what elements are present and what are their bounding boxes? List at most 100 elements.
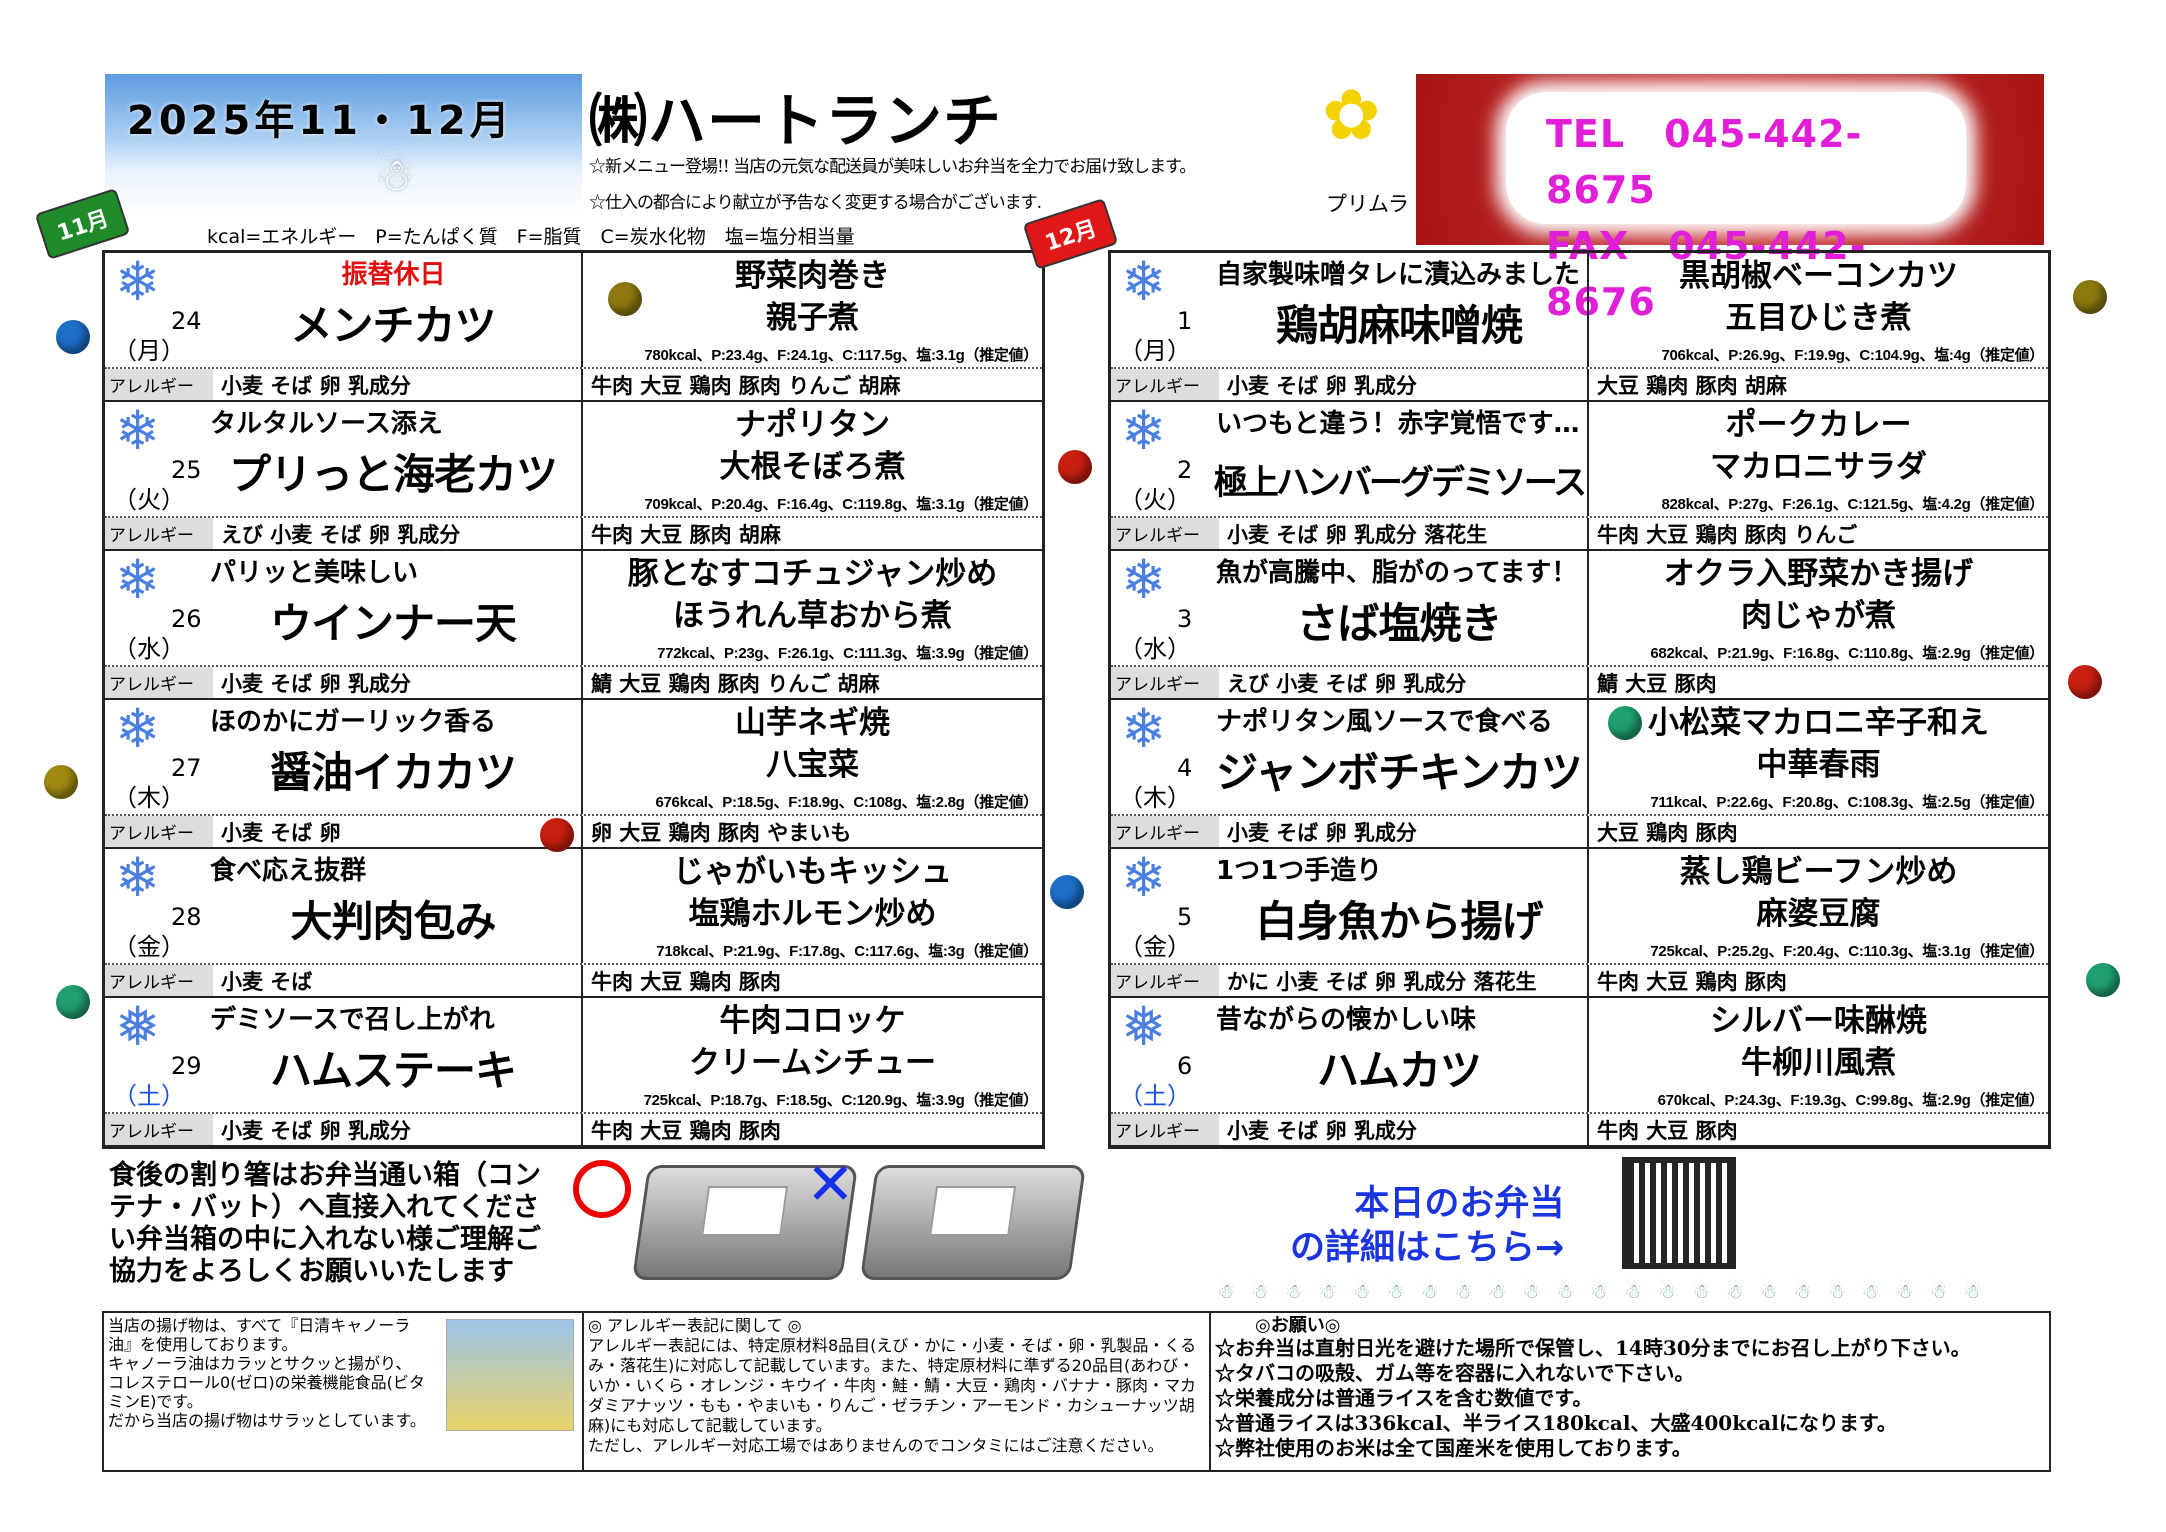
snowman-border-icon: ☃☃☃☃☃☃☃☃☃☃☃☃☃☃☃☃☃☃☃☃☃☃☃ <box>1217 1279 1998 1303</box>
nutrition-info: 676kcal、P:18.5g、F:18.9g、C:108g、塩:2.8g（推定… <box>655 794 1038 811</box>
oil-text: コレステロール0(ゼロ)の栄養機能食品(ビタミンE)です。 <box>108 1373 425 1411</box>
nutrition-info: 780kcal、P:23.4g、F:24.1g、C:117.5g、塩:3.1g（… <box>644 347 1038 364</box>
hexagon-snowflake-icon: ❅ <box>1121 995 1167 1058</box>
nutrition-info: 706kcal、P:26.9g、F:19.9g、C:104.9g、塩:4g（推定… <box>1661 347 2044 364</box>
main-dish: 白身魚から揚げ <box>1255 897 1543 946</box>
side-dish: 八宝菜 <box>766 747 859 783</box>
allergen-side: 牛肉 大豆 鶏肉 豚肉 <box>1597 969 1787 994</box>
weekday: （月） <box>113 337 185 365</box>
day-number: 5 <box>1177 903 1193 931</box>
day-block: ❄ 24 （月） 振替休日 メンチカツ 野菜肉巻き 親子煮 780kcal、P:… <box>105 253 1042 402</box>
allergen-side: 卵 大豆 鶏肉 豚肉 やまいも <box>591 820 852 845</box>
allergy-notice: ◎ アレルギー表記に関して ◎ アレルギー表記には、特定原材料8品目(えび・かに… <box>584 1313 1211 1470</box>
main-dish: 極上ハンバーグデミソース <box>1213 463 1587 503</box>
snowflake-icon: ❄ <box>115 548 161 611</box>
nutrition-info: 828kcal、P:27g、F:26.1g、C:121.5g、塩:4.2g（推定… <box>1661 496 2044 513</box>
weekday: （火） <box>1119 486 1191 514</box>
main-dish: ウインナー天 <box>269 599 517 648</box>
day-note: 食べ応え抜群 <box>210 856 367 886</box>
main-dish: 鶏胡麻味噌焼 <box>1275 301 1523 350</box>
weekday: （土） <box>1119 1082 1191 1110</box>
day-note: 自家製味噌タレに漬込みました <box>1216 260 1581 290</box>
ornament-ball-icon <box>608 282 642 316</box>
oil-notice: 当店の揚げ物は、すべて『日清キャノーラ油』を使用しております。 キャノーラ油はカ… <box>104 1313 584 1470</box>
oil-text: キャノーラ油はカラッとサクッと揚がり、 <box>108 1354 412 1373</box>
weekday: （木） <box>1119 784 1191 812</box>
snowflake-icon: ❄ <box>1121 697 1167 760</box>
ornament-ball-icon <box>1050 875 1084 909</box>
side-dish: オクラ入野菜かき揚げ <box>1663 556 1974 592</box>
day-note: 魚が高騰中、脂がのってます！ <box>1216 558 1578 588</box>
side-dish: 五目ひじき煮 <box>1725 300 1912 336</box>
ornament-ball-icon <box>56 985 90 1019</box>
allergen-main: 小麦 そば 卵 乳成分 <box>1219 369 1589 400</box>
day-block: ❄ 2 （火） いつもと違う！赤字覚悟です… 極上ハンバーグデミソース ポークカ… <box>1111 402 2048 551</box>
allergy-text: ただし、アレルギー対応工場ではありませんのでコンタミにはご注意ください。 <box>588 1436 1164 1455</box>
snowflake-icon: ❄ <box>1121 399 1167 462</box>
day-block: ❄ 25 （火） タルタルソース添え プリっと海老カツ ナポリタン 大根そぼろ煮… <box>105 402 1042 551</box>
main-dish: プリっと海老カツ <box>228 450 558 499</box>
snowflake-icon: ❄ <box>115 846 161 909</box>
day-number: 27 <box>171 754 202 782</box>
correct-circle-icon <box>573 1160 631 1218</box>
snowflake-icon: ❄ <box>115 250 161 313</box>
ornament-ball-icon <box>2068 665 2102 699</box>
allergen-main: 小麦 そば 卵 乳成分 落花生 <box>1219 518 1589 549</box>
primula-flower-icon: ✿ <box>1322 74 1381 156</box>
allergen-label: アレルギー <box>105 965 213 996</box>
allergen-label: アレルギー <box>105 1114 213 1145</box>
allergen-side: 牛肉 大豆 豚肉 胡麻 <box>591 522 781 547</box>
side-dish: 牛柳川風煮 <box>1741 1045 1896 1081</box>
period-title: 2025年11・12月 <box>127 98 514 144</box>
allergen-label: アレルギー <box>1111 816 1219 847</box>
snowflake-icon: ❄ <box>1121 250 1167 313</box>
footer-notes: 当店の揚げ物は、すべて『日清キャノーラ油』を使用しております。 キャノーラ油はカ… <box>102 1311 2051 1472</box>
tel-number: TEL 045-442-8675 <box>1546 112 1863 212</box>
request-item: ☆お弁当は直射日光を避けた場所で保管し、14時30分までにお召し上がり下さい。 <box>1215 1336 1971 1360</box>
oil-text: 当店の揚げ物は、すべて『日清キャノーラ油』を使用しております。 <box>108 1316 411 1354</box>
main-dish: 大判肉包み <box>290 897 496 946</box>
ornament-ball-icon <box>1058 450 1092 484</box>
allergen-side: 鯖 大豆 鶏肉 豚肉 りんご 胡麻 <box>591 671 880 696</box>
today-bento-link[interactable]: 本日のお弁当 の詳細はこちら→ <box>1290 1182 1564 1270</box>
ornament-ball-icon <box>2086 963 2120 997</box>
allergen-label: アレルギー <box>1111 369 1219 400</box>
main-dish: ハムステーキ <box>269 1046 517 1095</box>
day-note: デミソースで召し上がれ <box>210 1005 495 1035</box>
qr-code[interactable] <box>1622 1157 1736 1269</box>
day-block: ❅ 6 （土） 昔ながらの懐かしい味 ハムカツ シルバー味醂焼 牛柳川風煮 67… <box>1111 998 2048 1147</box>
allergen-main: かに 小麦 そば 卵 乳成分 落花生 <box>1219 965 1589 996</box>
main-dish: 醤油イカカツ <box>269 748 517 797</box>
allergen-label: アレルギー <box>1111 518 1219 549</box>
allergen-side: 牛肉 大豆 鶏肉 豚肉 りんご 胡麻 <box>591 373 901 398</box>
allergen-side: 大豆 鶏肉 豚肉 <box>1597 820 1738 845</box>
side-dish: 麻婆豆腐 <box>1756 896 1881 932</box>
day-block: ❄ 5 （金） 1つ1つ手造り 白身魚から揚げ 蒸し鶏ビーフン炒め 麻婆豆腐 7… <box>1111 849 2048 998</box>
side-dish: 黒胡椒ベーコンカツ <box>1679 258 1958 294</box>
request-notice: ◎お願い◎ ☆お弁当は直射日光を避けた場所で保管し、14時30分までにお召し上が… <box>1211 1313 2049 1470</box>
day-number: 25 <box>171 456 202 484</box>
allergen-main: えび 小麦 そば 卵 乳成分 <box>213 518 583 549</box>
flower-label: プリムラ <box>1326 192 1409 216</box>
chopsticks-notice: 食後の割り箸はお弁当通い箱（コンテナ・バット）へ直接入れてください弁当箱の中に入… <box>109 1160 541 1287</box>
main-dish: ハムカツ <box>1316 1046 1482 1095</box>
side-dish: ポークカレー <box>1725 407 1912 443</box>
weekday: （金） <box>1119 933 1191 961</box>
day-block: ❄ 26 （水） パリッと美味しい ウインナー天 豚となすコチュジャン炒め ほう… <box>105 551 1042 700</box>
weekday: （土） <box>113 1082 185 1110</box>
main-dish: さば塩焼き <box>1296 599 1502 648</box>
allergen-side: 牛肉 大豆 鶏肉 豚肉 りんご <box>1597 522 1858 547</box>
nutrition-info: 718kcal、P:21.9g、F:17.8g、C:117.6g、塩:3g（推定… <box>656 943 1038 960</box>
side-dish: 親子煮 <box>766 300 859 336</box>
nutrition-info: 725kcal、P:25.2g、F:20.4g、C:110.3g、塩:3.1g（… <box>1650 943 2044 960</box>
day-number: 2 <box>1177 456 1193 484</box>
contact-box: TEL 045-442-8675 FAX 045-442-8676 <box>1416 74 2044 324</box>
allergy-title: ◎ アレルギー表記に関して ◎ <box>588 1316 802 1335</box>
allergen-label: アレルギー <box>105 816 213 847</box>
day-number: 28 <box>171 903 202 931</box>
day-number: 26 <box>171 605 202 633</box>
ornament-ball-icon <box>56 320 90 354</box>
day-block: ❅ 29 （土） デミソースで召し上がれ ハムステーキ 牛肉コロッケ クリームシ… <box>105 998 1042 1147</box>
side-dish: ほうれん草おから煮 <box>673 598 952 634</box>
side-dish: ナポリタン <box>735 407 890 443</box>
